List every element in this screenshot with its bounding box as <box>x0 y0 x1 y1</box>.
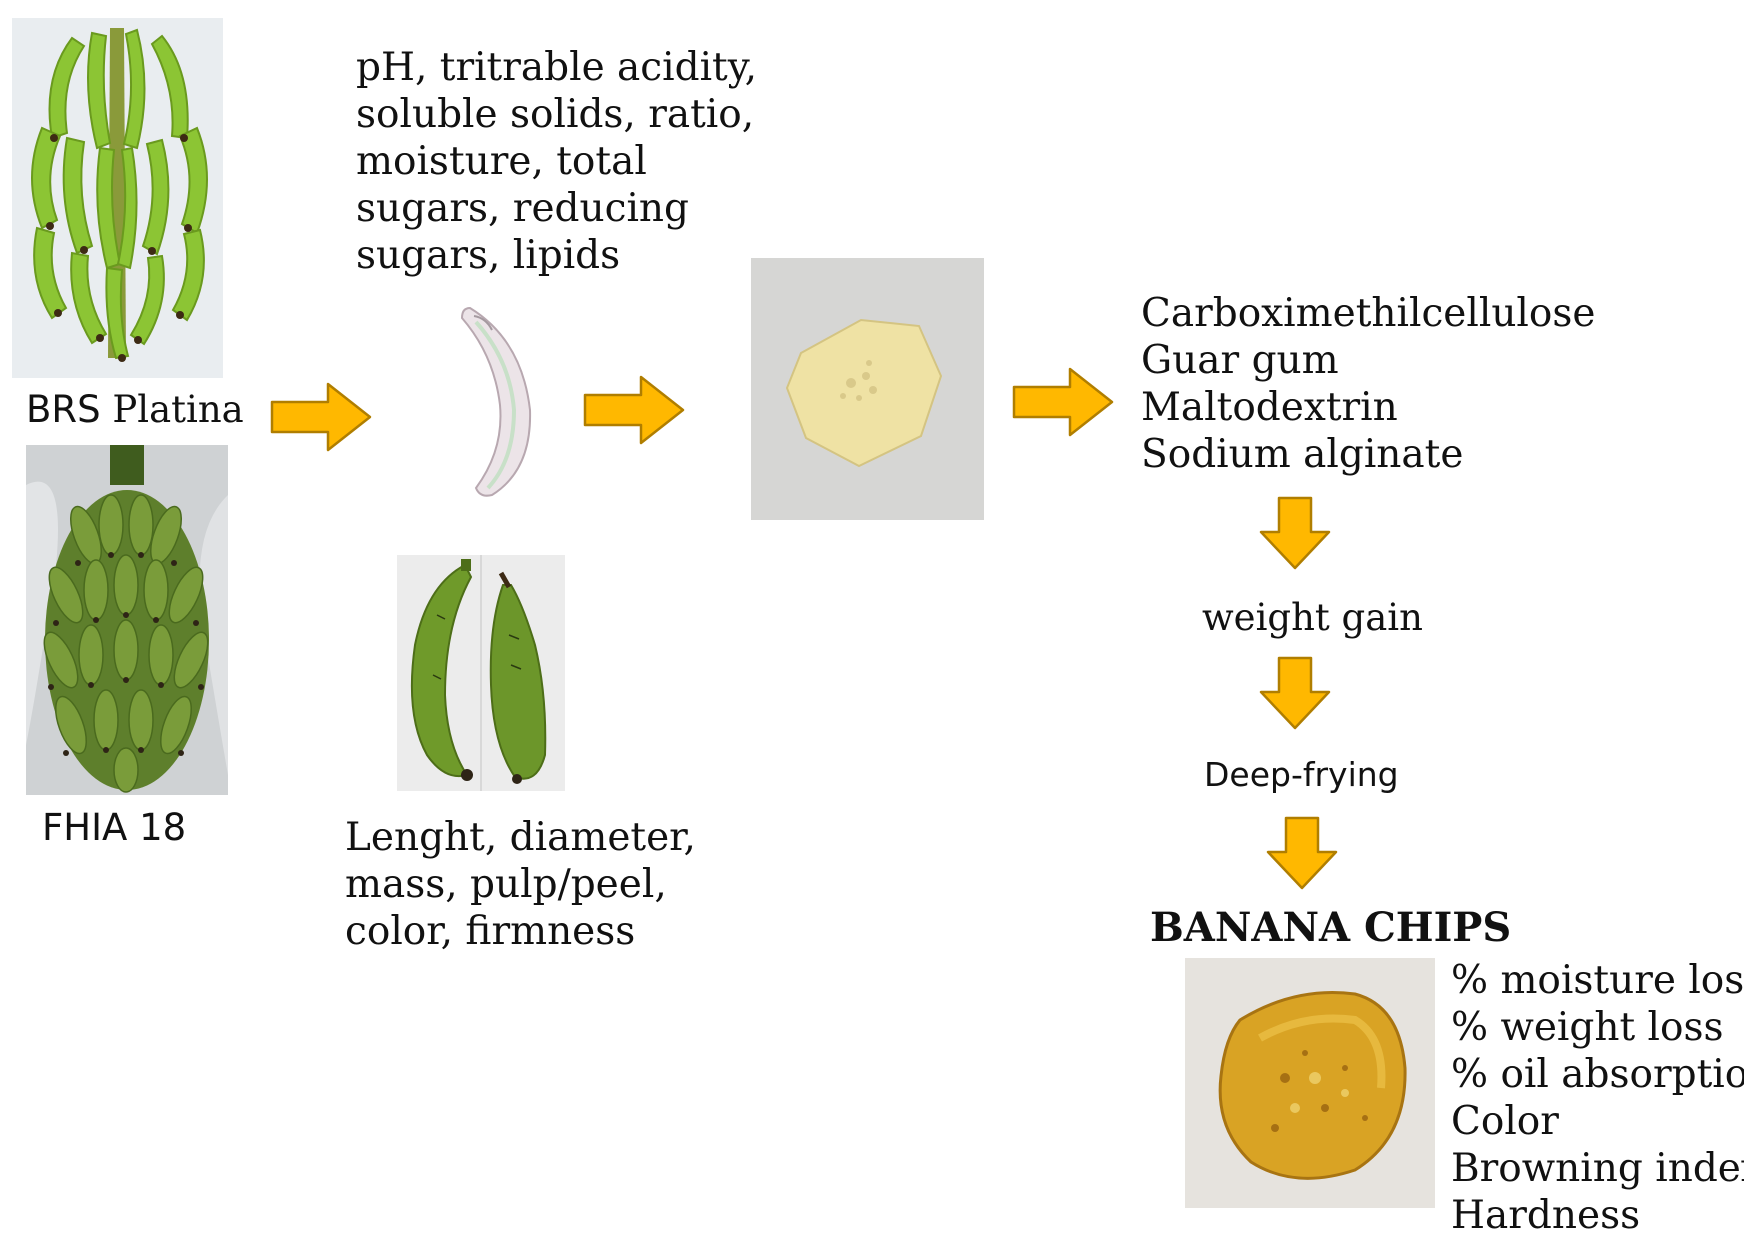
measurement-item: % oil absorption <box>1451 1052 1744 1097</box>
pulp-analysis-line: moisture, total <box>356 139 647 184</box>
pulp-analysis-line: pH, tritrable acidity, <box>356 45 757 90</box>
brs-platina-bunch-photo <box>12 18 223 378</box>
weight-gain-step: weight gain <box>1202 596 1423 639</box>
arrow-right-icon <box>1012 367 1116 437</box>
fruit-analysis-line: color, firmness <box>345 909 636 954</box>
peeled-banana-pulp-photo <box>452 300 542 500</box>
coating-item: Guar gum <box>1141 338 1339 383</box>
brs-platina-name: Platina <box>112 388 244 431</box>
brs-platina-prefix: BRS <box>26 388 101 431</box>
fhia18-bunch-photo <box>26 445 228 795</box>
measurement-item: Color <box>1451 1099 1559 1144</box>
coatings-list: Carboximethilcellulose Guar gum Maltodex… <box>1141 290 1595 478</box>
coating-item: Sodium alginate <box>1141 432 1464 477</box>
deep-frying-step: Deep-frying <box>1204 755 1399 794</box>
fruit-analyses-list: Lenght, diameter, mass, pulp/peel, color… <box>345 814 696 955</box>
fruit-analysis-line: Lenght, diameter, <box>345 815 696 860</box>
pulp-analysis-line: soluble solids, ratio, <box>356 92 755 137</box>
measurement-item: % moisture loss <box>1451 958 1744 1003</box>
coating-item: Maltodextrin <box>1141 385 1398 430</box>
pulp-analyses-list: pH, tritrable acidity, soluble solids, r… <box>356 44 757 279</box>
measurement-item: Hardness <box>1451 1193 1641 1238</box>
arrow-down-icon <box>1266 816 1338 890</box>
fhia18-label: FHIA 18 <box>42 806 187 849</box>
raw-banana-slice-photo <box>751 258 984 520</box>
brs-platina-label: BRS Platina <box>26 388 244 432</box>
fruit-analysis-line: mass, pulp/peel, <box>345 862 667 907</box>
pulp-analysis-line: sugars, lipids <box>356 233 621 278</box>
arrow-down-icon <box>1259 656 1331 730</box>
arrow-right-icon <box>583 375 687 445</box>
measurement-item: Browning index <box>1451 1146 1744 1191</box>
whole-green-bananas-photo <box>397 555 565 791</box>
banana-chips-title: BANANA CHIPS <box>1150 904 1512 951</box>
arrow-down-icon <box>1259 496 1331 570</box>
chip-measurements-list: % moisture loss % weight loss % oil abso… <box>1451 957 1744 1239</box>
coating-item: Carboximethilcellulose <box>1141 291 1596 336</box>
arrow-right-icon <box>270 382 374 452</box>
pulp-analysis-line: sugars, reducing <box>356 186 690 231</box>
banana-chip-photo <box>1185 958 1435 1208</box>
measurement-item: % weight loss <box>1451 1005 1724 1050</box>
